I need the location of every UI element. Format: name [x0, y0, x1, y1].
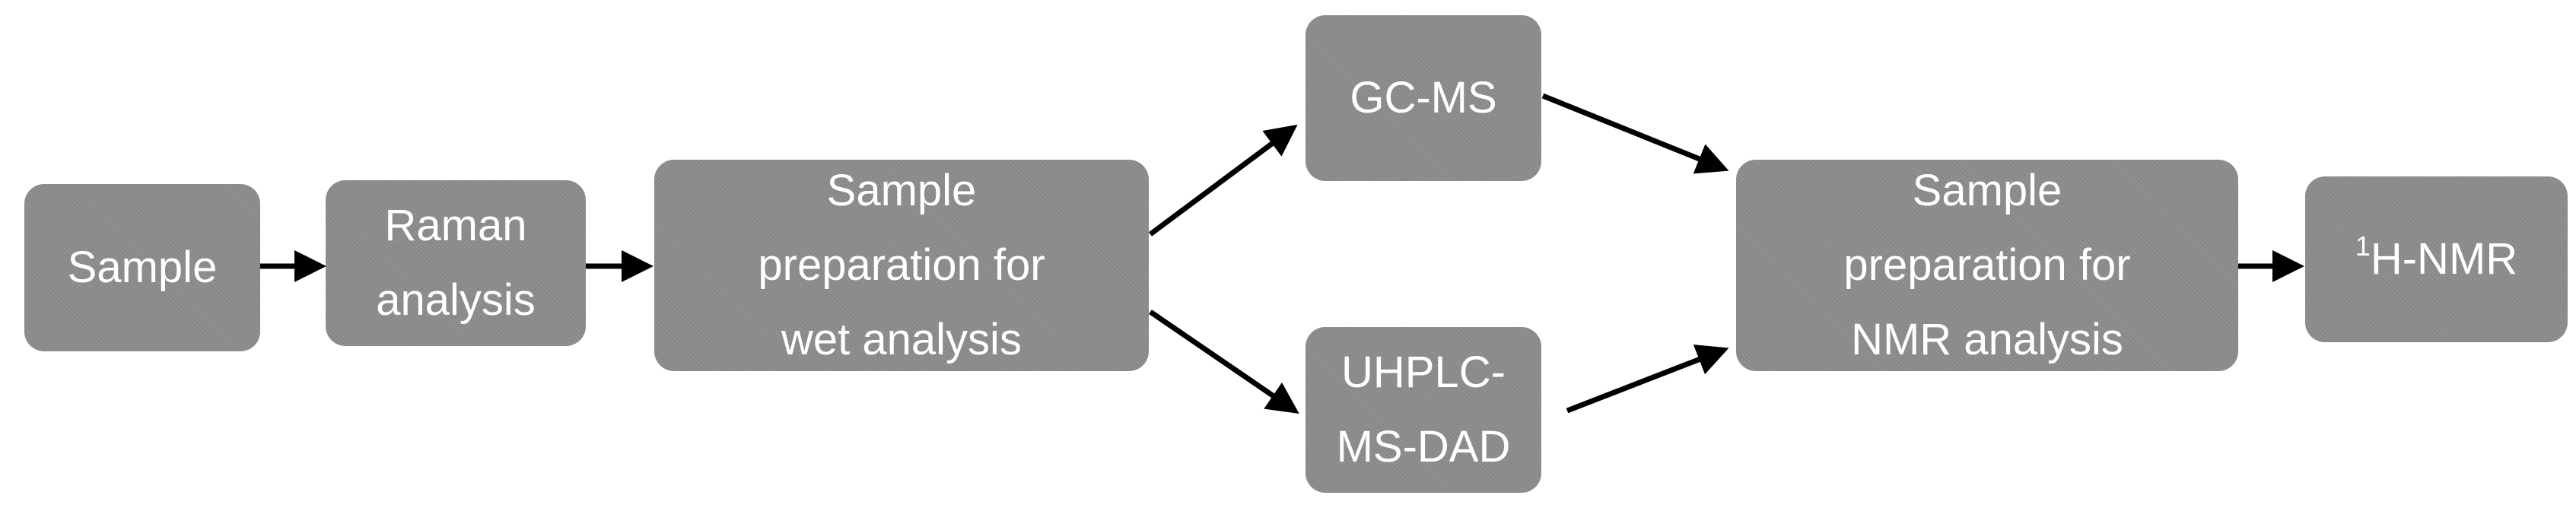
node-raman-analysis: Raman analysis — [326, 180, 586, 346]
node-1h-nmr-text: H-NMR — [2370, 234, 2518, 284]
node-sample-prep-nmr-label: Sample preparation for NMR analysis — [1843, 166, 2131, 364]
node-sample-label: Sample — [67, 243, 218, 292]
node-sample-prep-wet: Sample preparation for wet analysis — [654, 160, 1149, 371]
node-sample: Sample — [24, 184, 260, 351]
node-1h-nmr-label: 1H-NMR — [2355, 222, 2517, 297]
node-raman-analysis-label: Raman analysis — [376, 201, 536, 325]
node-sample-prep-nmr: Sample preparation for NMR analysis — [1736, 160, 2238, 371]
node-uhplc-ms-dad-label: UHPLC- MS-DAD — [1336, 348, 1511, 471]
arrow-gcms-to-nmrprep — [1541, 93, 1729, 174]
node-gc-ms: GC-MS — [1305, 15, 1541, 181]
node-sample-prep-wet-label: Sample preparation for wet analysis — [758, 166, 1045, 364]
arrow-uhplc-to-nmrprep — [1566, 344, 1729, 414]
arrow-prep-to-uhplc — [1149, 310, 1299, 414]
node-1h-nmr: 1H-NMR — [2305, 176, 2568, 342]
arrow-prep-to-gcms — [1148, 124, 1298, 237]
node-1h-nmr-superscript: 1 — [2355, 230, 2371, 262]
node-gc-ms-label: GC-MS — [1350, 73, 1497, 122]
node-uhplc-ms-dad: UHPLC- MS-DAD — [1305, 327, 1541, 493]
